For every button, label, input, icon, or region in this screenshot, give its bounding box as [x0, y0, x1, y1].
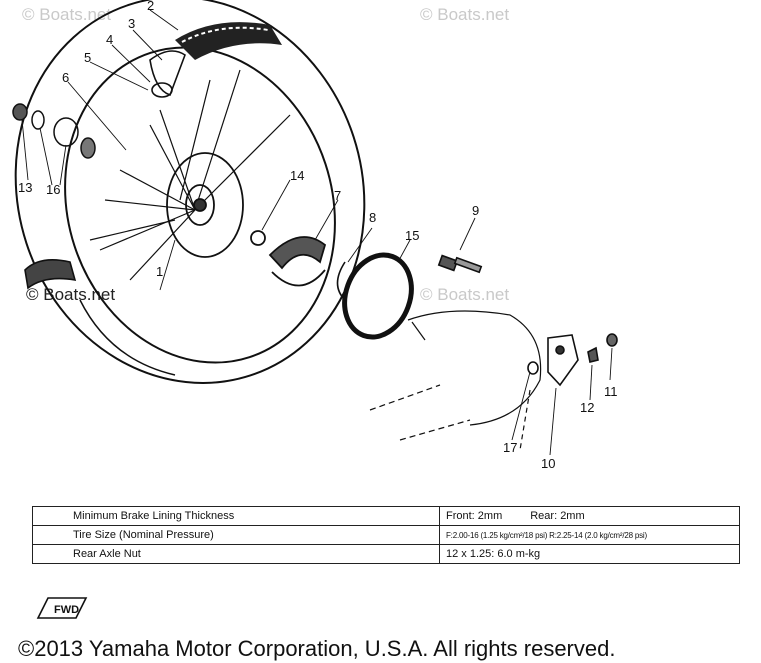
callout-16: 16 [46, 182, 60, 197]
callout-15: 15 [405, 228, 419, 243]
tire-tread [175, 22, 282, 60]
spokes [89, 69, 291, 281]
callout-numbers: 1 2 3 4 5 6 7 8 9 10 11 12 13 14 15 16 1… [18, 0, 618, 471]
watermark: © Boats.net [420, 5, 509, 24]
parts-diagram: © Boats.net © Boats.net © Boats.net © Bo… [12, 0, 618, 471]
tire [14, 0, 366, 384]
brake-shoe [250, 230, 327, 287]
callout-12: 12 [580, 400, 594, 415]
table-row: Tire Size (Nominal Pressure) F:2.00-16 (… [32, 525, 740, 545]
copyright-text: ©2013 Yamaha Motor Corporation, U.S.A. A… [18, 636, 616, 661]
spec-label: Tire Size (Nominal Pressure) [32, 525, 440, 545]
brake-arm [527, 333, 618, 387]
spec-label: Rear Axle Nut [32, 544, 440, 564]
callout-13: 13 [18, 180, 32, 195]
watermark: © Boats.net [420, 285, 509, 304]
table-row: Rear Axle Nut 12 x 1.25: 6.0 m-kg [32, 544, 740, 564]
front-value: Front: 2mm [446, 510, 503, 522]
spec-value: Front: 2mm Rear: 2mm [439, 506, 740, 526]
callout-3: 3 [128, 16, 135, 31]
bolt [437, 254, 483, 274]
callout-6: 6 [62, 70, 69, 85]
callout-11: 11 [604, 384, 618, 399]
hub [166, 152, 244, 258]
spec-label: Minimum Brake Lining Thickness [32, 506, 440, 526]
callout-17: 17 [503, 440, 517, 455]
callout-1: 1 [156, 264, 163, 279]
spec-table: Minimum Brake Lining Thickness Front: 2m… [32, 506, 740, 564]
callout-10: 10 [541, 456, 555, 471]
fwd-arrow-icon: FWD [36, 597, 88, 619]
callout-2: 2 [147, 0, 154, 13]
rim-section [24, 259, 77, 290]
table-row: Minimum Brake Lining Thickness Front: 2m… [32, 506, 740, 526]
spec-value: 12 x 1.25: 6.0 m-kg [439, 544, 740, 564]
callout-5: 5 [84, 50, 91, 65]
oil-seal [342, 252, 414, 340]
callout-9: 9 [472, 203, 479, 218]
fwd-label: FWD [54, 604, 79, 616]
callout-14: 14 [290, 168, 304, 183]
watermark: © Boats.net [22, 5, 111, 24]
swingarm [369, 310, 542, 451]
callout-7: 7 [334, 188, 341, 203]
callout-4: 4 [106, 32, 113, 47]
leader-lines [21, 9, 613, 456]
callout-8: 8 [369, 210, 376, 225]
axle-nut [12, 103, 96, 159]
rear-value: Rear: 2mm [530, 510, 585, 522]
spec-value: F:2.00-16 (1.25 kg/cm²/18 psi) R:2.25-14… [439, 525, 740, 545]
tube [149, 50, 186, 98]
